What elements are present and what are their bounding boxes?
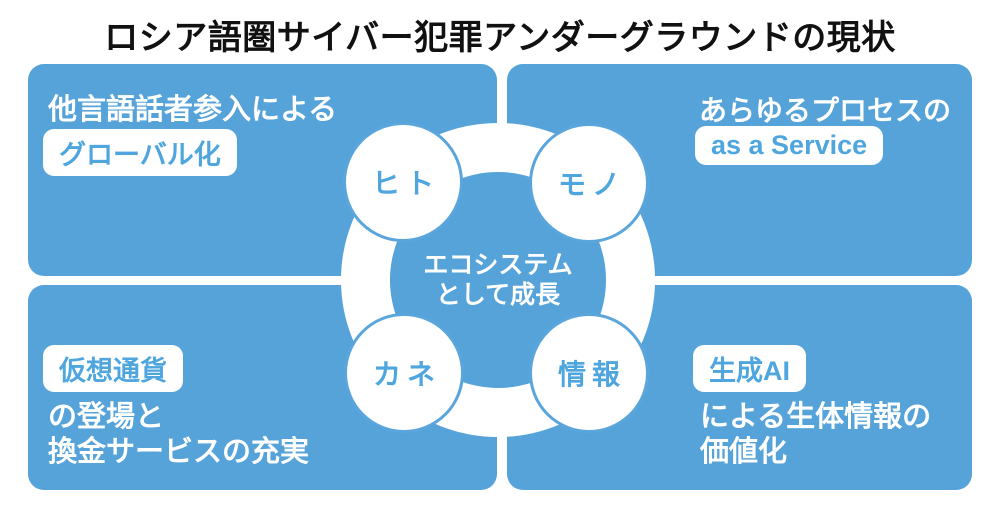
page-title: ロシア語圏サイバー犯罪アンダーグラウンドの現状 (104, 19, 896, 57)
ring-node-goods-label: モノ (557, 169, 626, 200)
ring-node-goods: モノ (529, 123, 649, 243)
quadrant-bottom-left-text-line1: の登場と (48, 401, 165, 433)
quadrant-bottom-left-text-line2: 換金サービスの充実 (48, 436, 310, 468)
quadrant-bottom-right-text-line1: による生体情報の (700, 401, 932, 433)
ring-node-money: カネ (344, 313, 464, 433)
quadrant-top-left-text: 他言語話者参入による (48, 94, 338, 126)
ring-node-people-label: ヒト (371, 168, 440, 199)
ring-node-information: 情報 (529, 313, 649, 433)
badge-as-a-service: as a Service (695, 126, 884, 165)
ecosystem-center-line1: エコシステム (423, 251, 573, 279)
ring-node-information-label: 情報 (557, 359, 626, 390)
badge-globalization: グローバル化 (43, 129, 237, 176)
badge-generative-ai: 生成AI (693, 345, 806, 392)
quadrant-bottom-right-text-line2: 価値化 (700, 436, 788, 468)
badge-cryptocurrency: 仮想通貨 (43, 345, 183, 392)
ring-node-money-label: カネ (372, 359, 441, 390)
ecosystem-center-line2: として成長 (435, 281, 561, 309)
ring-node-people: ヒト (343, 122, 463, 242)
quadrant-top-right-text: あらゆるプロセスの (699, 95, 952, 126)
